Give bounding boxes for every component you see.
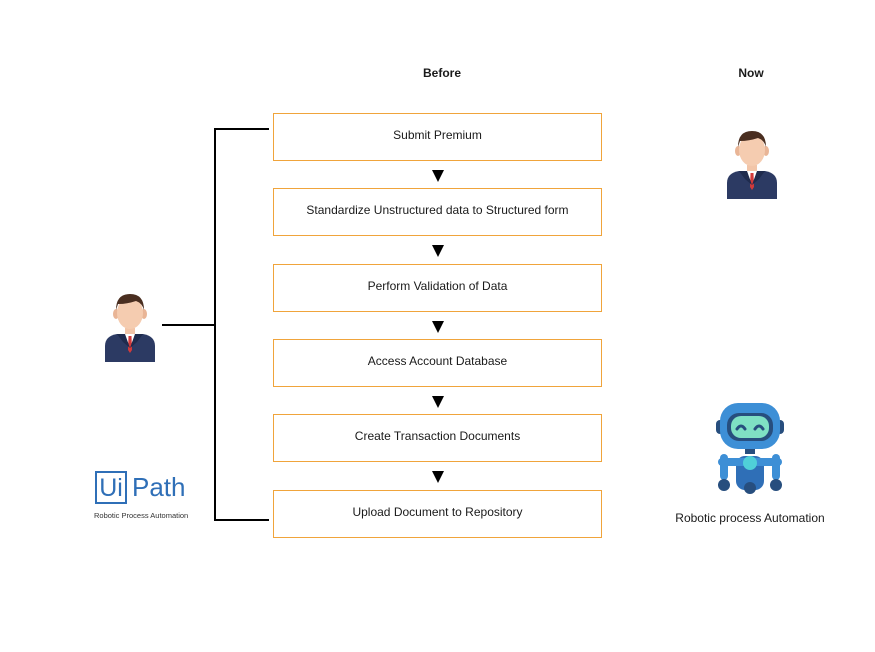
uipath-logo: Ui Path Robotic Process Automation [94,470,204,520]
header-before: Before [422,66,461,80]
header-now: Now [738,66,764,80]
step-access-database: Access Account Database [273,339,602,387]
rpa-label: Robotic process Automation [675,511,825,525]
bracket-top [214,128,269,130]
down-arrow-icon [432,396,444,408]
step-validate-data: Perform Validation of Data [273,264,602,312]
logo-subtitle: Robotic Process Automation [94,511,189,520]
robot-icon [712,400,788,501]
person-icon [725,127,779,204]
down-arrow-icon [432,170,444,182]
step-submit-premium: Submit Premium [273,113,602,161]
down-arrow-icon [432,471,444,483]
step-upload-document: Upload Document to Repository [273,490,602,538]
logo-ui-text: Ui [95,471,127,504]
bracket-vertical [214,128,216,521]
down-arrow-icon [432,245,444,257]
bracket-bottom [214,519,269,521]
step-create-documents: Create Transaction Documents [273,414,602,462]
connector-line [162,324,216,326]
logo-path-text: Path [132,472,186,502]
person-icon [103,290,157,367]
down-arrow-icon [432,321,444,333]
step-standardize-data: Standardize Unstructured data to Structu… [273,188,602,236]
